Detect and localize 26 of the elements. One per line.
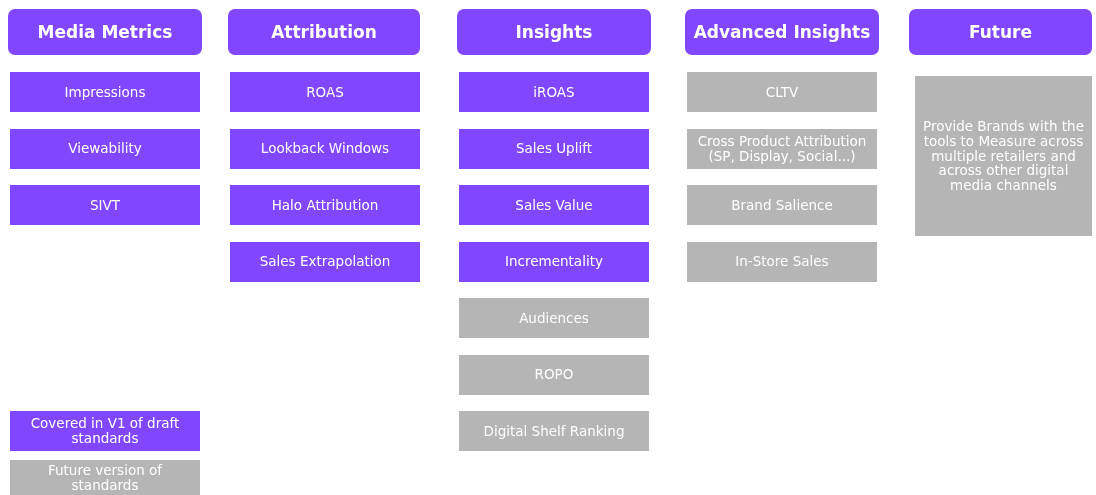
metric-box: iROAS <box>459 72 649 112</box>
metric-box: Sales Extrapolation <box>230 241 420 282</box>
column-header: Media Metrics <box>8 9 202 55</box>
metric-box: Digital Shelf Ranking <box>459 411 649 451</box>
metric-box: Impressions <box>10 72 200 112</box>
metric-box: Lookback Windows <box>230 128 420 169</box>
metric-box: Halo Attribution <box>230 185 420 225</box>
metric-box: Cross Product Attribution (SP, Display, Social...) <box>687 128 877 169</box>
metric-box: Viewability <box>10 128 200 169</box>
metric-box: Sales Uplift <box>459 128 649 169</box>
metric-box: Sales Value <box>459 185 649 225</box>
metric-box: Audiences <box>459 298 649 338</box>
legend-text: Covered in V1 of draft standards <box>29 416 181 446</box>
metric-box: SIVT <box>10 185 200 225</box>
column-header: Future <box>909 9 1092 55</box>
legend-text: Future version of standards <box>46 462 164 493</box>
column-header: Advanced Insights <box>685 9 879 55</box>
metric-box: Incrementality <box>459 241 649 282</box>
metric-box: ROAS <box>230 72 420 112</box>
metric-box: In-Store Sales <box>687 241 877 282</box>
column-header: Attribution <box>228 9 420 55</box>
metric-box: ROPO <box>459 354 649 395</box>
metric-box: Provide Brands with the tools to Measure across multiple retailers and across other digital media channels <box>915 76 1092 236</box>
metric-box: Brand Salience <box>687 185 877 225</box>
column-header: Insights <box>457 9 651 55</box>
metric-box: CLTV <box>687 72 877 112</box>
